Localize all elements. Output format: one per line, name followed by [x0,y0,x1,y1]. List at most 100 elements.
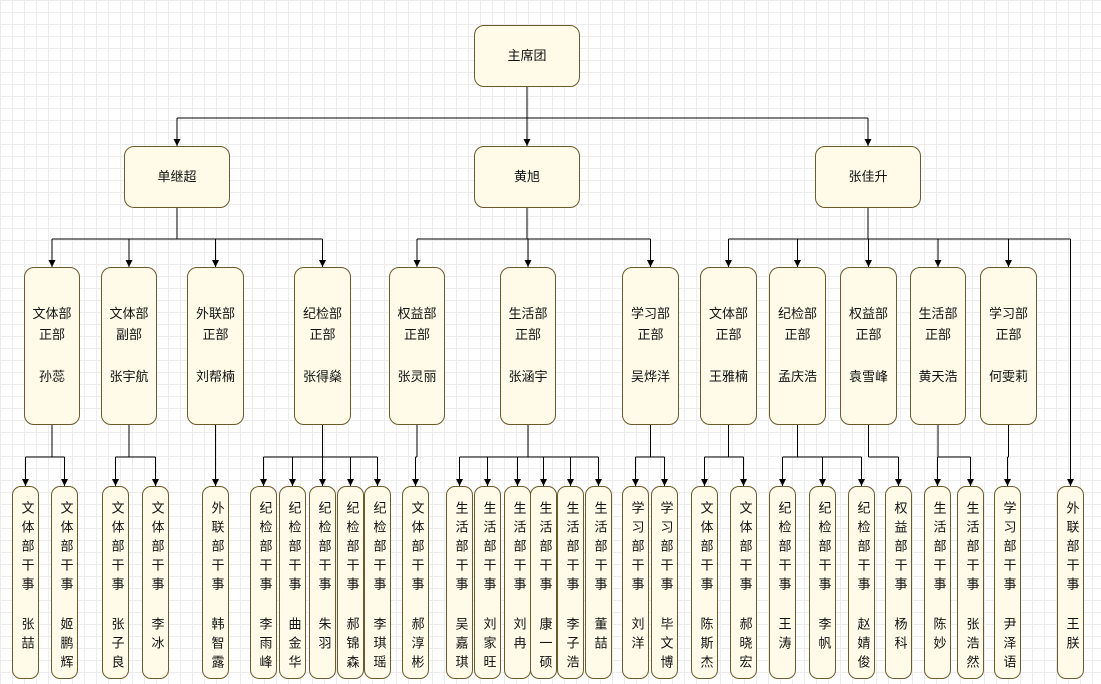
arrowhead [212,260,219,267]
department-node: 生活部 正部 张涵宇 [500,267,556,425]
arrowhead [22,479,29,486]
department-node: 纪检部 正部 张得燊 [294,267,351,425]
department-label: 学习部 正部 吴烨洋 [630,307,670,385]
staff-label: 外联部干事 王朕 [1063,501,1079,655]
staff-label: 文体部干事 郝淳彬 [408,501,424,674]
arrowhead [934,260,942,267]
staff-node: 纪检部干事 郝锦森 [337,486,364,679]
staff-label: 文体部干事 张喆 [18,501,34,655]
staff-label: 纪检部干事 朱羽 [315,501,331,655]
arrowhead [647,260,654,267]
staff-label: 纪检部干事 王涛 [775,501,791,655]
arrowhead [934,479,941,486]
staff-node: 生活部干事 董喆 [585,486,612,679]
department-label: 生活部 正部 黄天浩 [918,307,958,385]
staff-node: 文体部干事 陈斯杰 [691,486,718,679]
arrowhead [374,479,381,486]
staff-node: 生活部干事 张浩然 [957,486,984,679]
staff-label: 生活部干事 张浩然 [963,501,979,674]
staff-node: 文体部干事 张子良 [102,486,129,679]
staff-node: 生活部干事 李子浩 [557,486,584,679]
department-label: 权益部 正部 张灵丽 [397,307,437,385]
staff-node: 生活部干事 刘家旺 [474,486,501,679]
staff-node: 纪检部干事 李雨峰 [250,486,277,679]
vp-node: 张佳升 [815,146,921,208]
arrowhead [1005,260,1012,267]
arrowhead [289,479,296,486]
arrowhead [524,260,532,267]
staff-node: 纪检部干事 朱羽 [309,486,336,679]
department-label: 纪检部 正部 张得燊 [302,307,342,385]
root-node: 主席团 [474,25,580,87]
department-label: 权益部 正部 袁雪峰 [848,307,888,385]
root-label: 主席团 [507,48,547,64]
staff-label: 纪检部干事 郝锦森 [343,501,359,674]
department-label: 文体部 副部 张宇航 [109,307,149,385]
department-label: 文体部 正部 孙蕊 [32,307,72,385]
staff-node: 文体部干事 郝晓宏 [730,486,757,679]
staff-label: 生活部干事 刘家旺 [480,501,496,674]
staff-label: 文体部干事 李冰 [148,501,164,655]
department-label: 文体部 正部 王雅楠 [708,307,748,385]
staff-label: 学习部干事 毕文博 [657,501,673,674]
staff-node: 外联部干事 韩智露 [202,486,229,679]
staff-node: 生活部干事 吴嘉琪 [446,486,473,679]
staff-label: 文体部干事 陈斯杰 [697,501,713,674]
department-node: 权益部 正部 张灵丽 [389,267,445,425]
staff-node: 纪检部干事 李帆 [809,486,836,679]
department-label: 外联部 正部 刘帮楠 [195,307,235,385]
staff-node: 学习部干事 毕文博 [651,486,678,679]
staff-node: 学习部干事 尹泽语 [994,486,1021,679]
arrowhead [347,479,354,486]
staff-node: 学习部干事 刘洋 [622,486,649,679]
arrowhead [632,479,639,486]
arrowhead [725,260,732,267]
department-node: 纪检部 正部 孟庆浩 [769,267,826,425]
staff-label: 纪检部干事 赵婧俊 [854,501,870,674]
department-node: 学习部 正部 何雯莉 [980,267,1037,425]
staff-label: 学习部干事 尹泽语 [1000,501,1016,674]
department-node: 文体部 副部 张宇航 [101,267,157,425]
arrowhead [484,479,491,486]
staff-node: 外联部干事 王朕 [1057,486,1084,679]
department-node: 文体部 正部 王雅楠 [700,267,757,425]
arrowhead [456,479,463,486]
arrowhead [173,139,181,146]
arrowhead [864,139,872,146]
staff-label: 纪检部干事 曲金华 [285,501,301,674]
arrowhead [112,479,119,486]
staff-node: 权益部干事 杨科 [885,486,912,679]
department-node: 学习部 正部 吴烨洋 [622,267,679,425]
staff-label: 权益部干事 杨科 [891,501,907,655]
staff-label: 纪检部干事 李帆 [815,501,831,655]
staff-label: 生活部干事 吴嘉琪 [452,501,468,674]
arrowhead [865,260,872,267]
department-node: 权益部 正部 袁雪峰 [840,267,897,425]
staff-label: 文体部干事 郝晓宏 [736,501,752,674]
vp-label: 黄旭 [513,169,540,185]
arrowhead [152,479,159,486]
arrowhead [819,479,826,486]
arrowhead [1067,479,1074,486]
arrowhead [779,479,786,486]
arrowhead [523,139,531,146]
arrowhead [514,479,521,486]
arrowhead [567,479,574,486]
arrowhead [740,479,747,486]
staff-label: 生活部干事 康一硕 [536,501,552,674]
staff-node: 纪检部干事 曲金华 [279,486,306,679]
staff-label: 生活部干事 李子浩 [563,501,579,674]
arrowhead [412,479,419,486]
department-node: 外联部 正部 刘帮楠 [187,267,244,425]
staff-label: 生活部干事 陈妙 [930,501,946,655]
arrowhead [1004,479,1011,486]
arrowhead [858,479,865,486]
staff-node: 纪检部干事 李琪瑶 [364,486,391,679]
staff-label: 纪检部干事 李琪瑶 [370,501,386,674]
arrowhead [212,479,219,486]
staff-label: 外联部干事 韩智露 [208,501,224,674]
vp-node: 黄旭 [474,146,580,208]
arrowhead [540,479,547,486]
vp-node: 单继超 [124,146,230,208]
